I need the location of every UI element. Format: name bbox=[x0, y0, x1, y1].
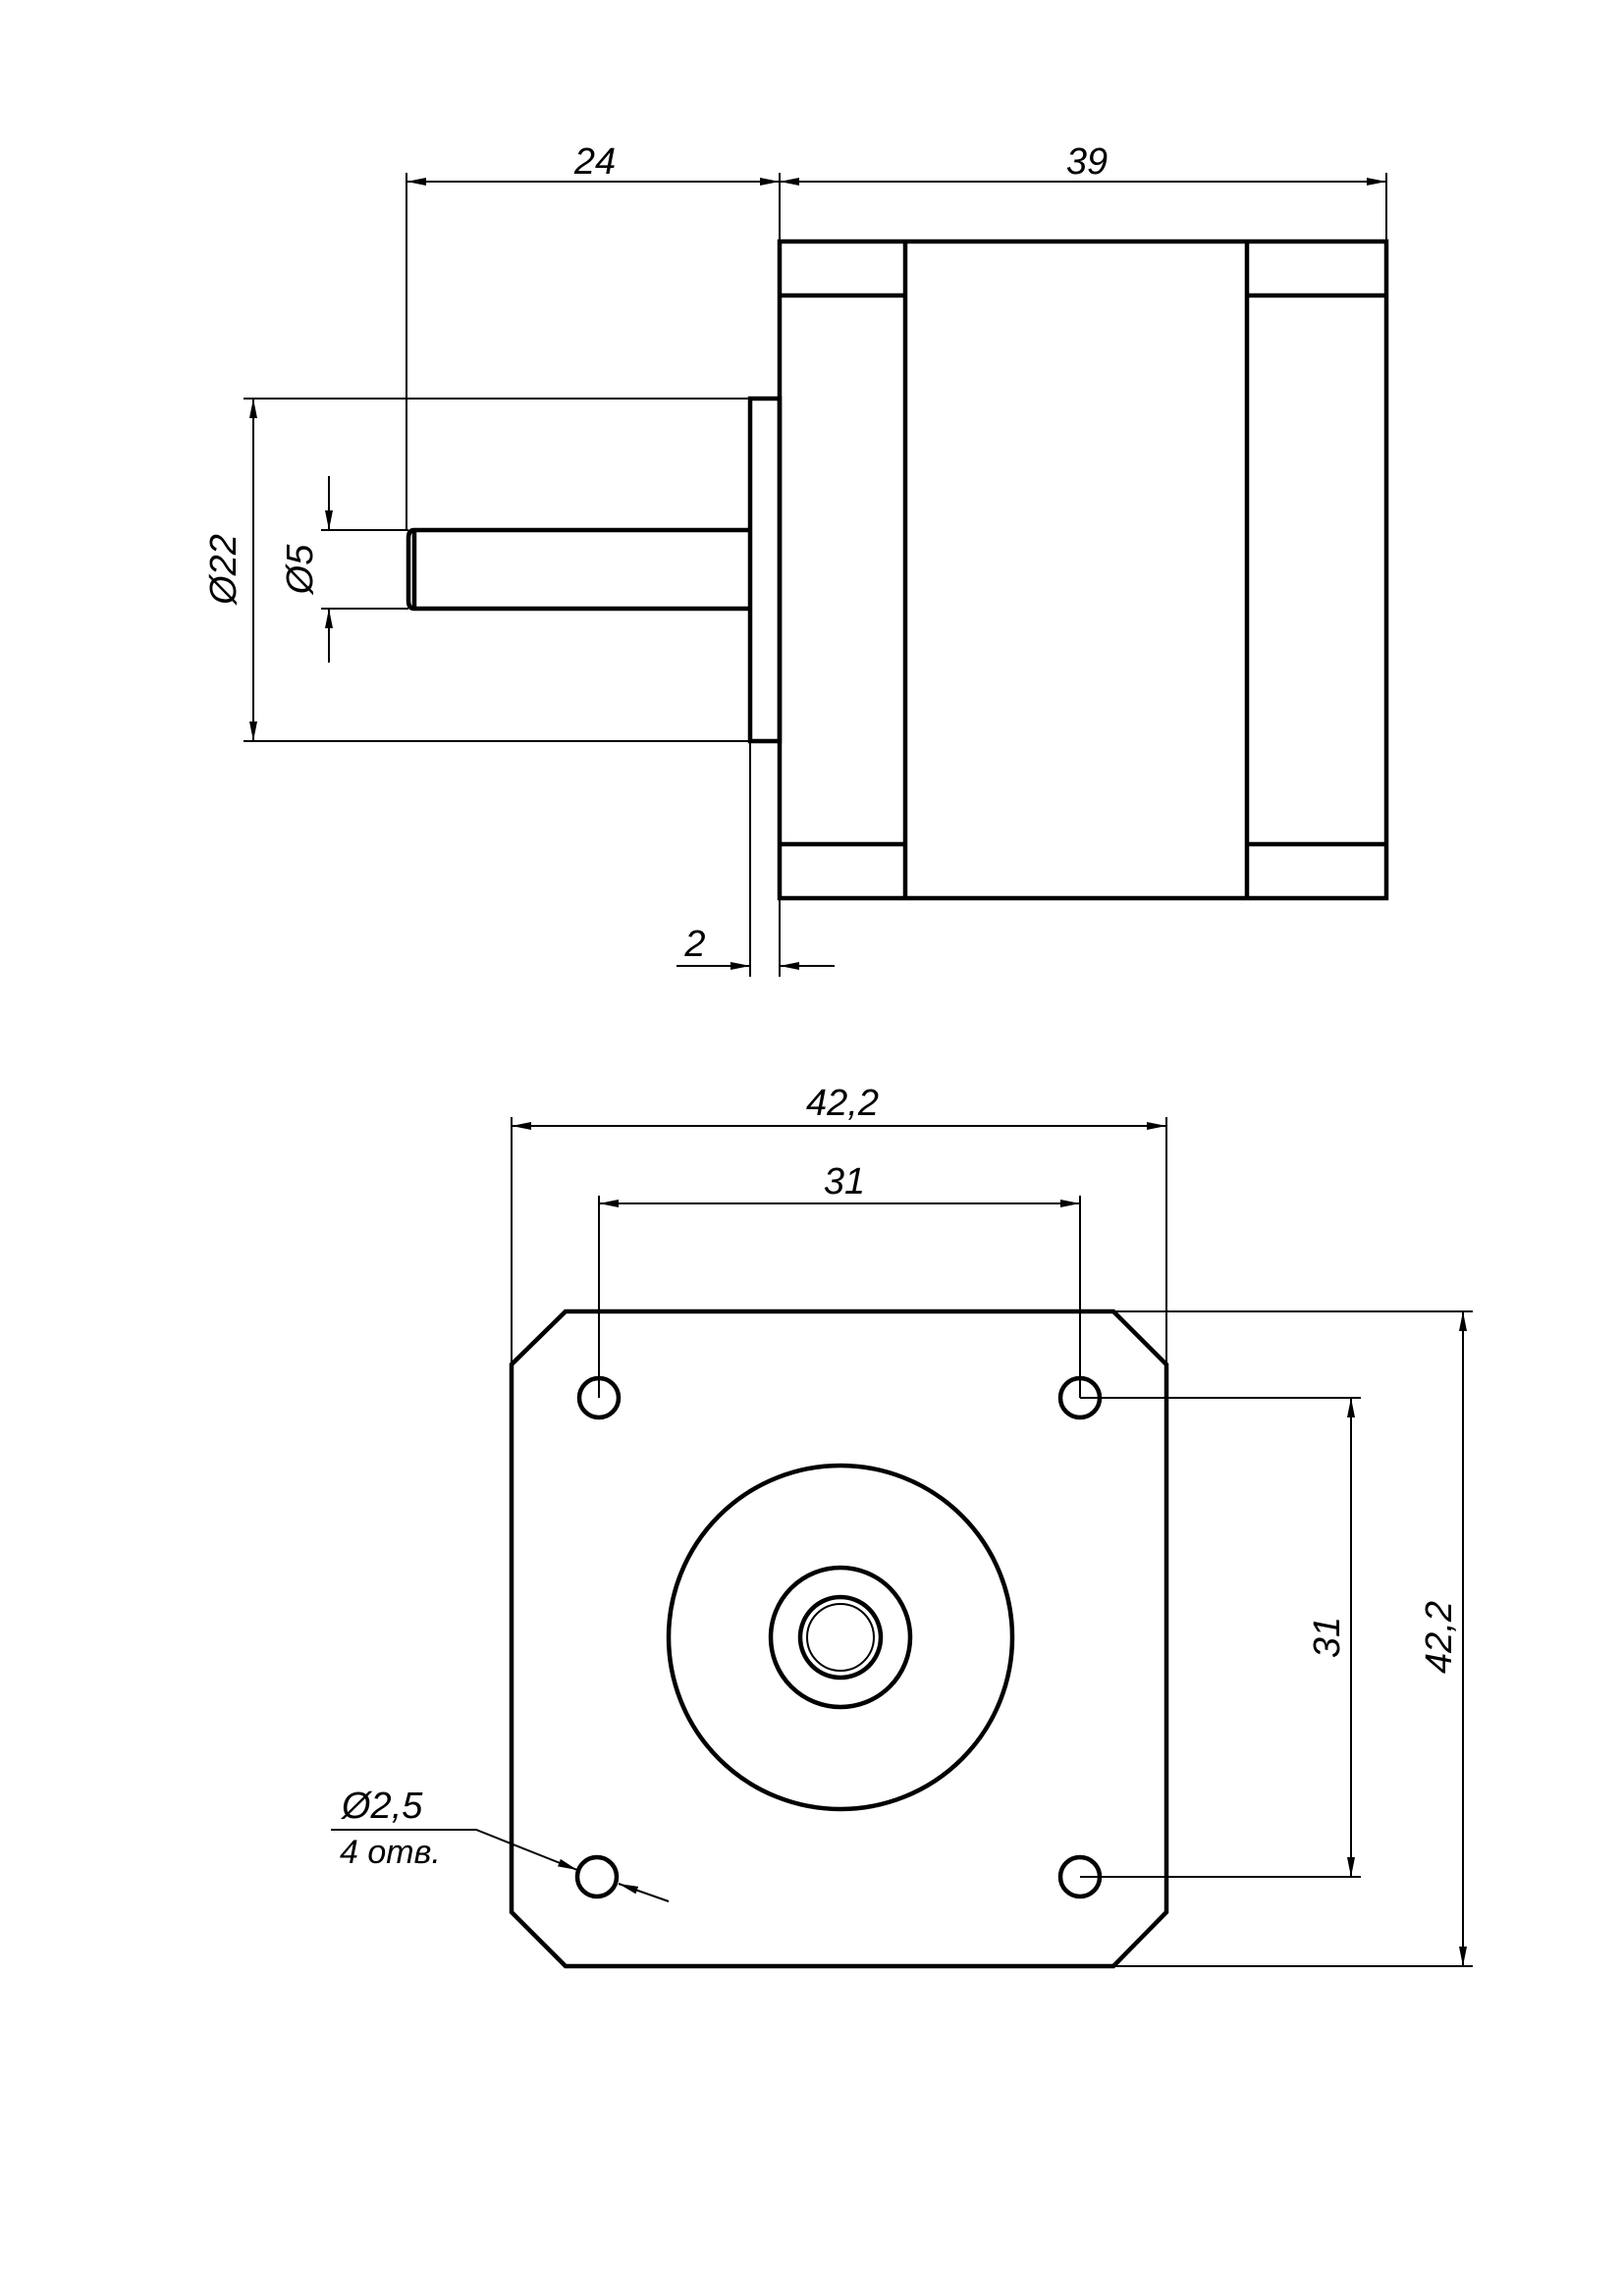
front-view: 42,2 31 31 42,2 Ø2,5 4 отв. bbox=[331, 1083, 1473, 1969]
dim-label-hole-spacing-v: 31 bbox=[1307, 1617, 1348, 1658]
shaft-outer bbox=[797, 1594, 884, 1681]
dim-label-hole-spacing-h: 31 bbox=[824, 1161, 865, 1202]
hole-leader-line bbox=[331, 1829, 578, 1871]
flange bbox=[747, 396, 783, 744]
mounting-plate bbox=[509, 1308, 1169, 1969]
dim-label-24: 24 bbox=[573, 141, 616, 183]
hole-count-label: 4 отв. bbox=[340, 1834, 441, 1871]
shaft bbox=[406, 527, 750, 612]
mounting-hole bbox=[574, 1854, 620, 1899]
hole-leader-arrow bbox=[618, 1883, 670, 1902]
shaft-inner bbox=[806, 1603, 875, 1672]
hole-diameter-label: Ø2,5 bbox=[340, 1786, 423, 1827]
dim-label-2: 2 bbox=[683, 924, 705, 965]
centering-boss bbox=[666, 1463, 1015, 1812]
side-view: 24 39 Ø22 Ø5 2 bbox=[203, 141, 1389, 977]
dim-label-d22: Ø22 bbox=[203, 534, 244, 607]
dim-label-width: 42,2 bbox=[806, 1083, 879, 1124]
dim-label-39: 39 bbox=[1066, 141, 1108, 183]
dim-label-height: 42,2 bbox=[1419, 1601, 1460, 1674]
bearing-ring bbox=[768, 1565, 913, 1710]
motor-body bbox=[777, 239, 1389, 901]
dim-label-d5: Ø5 bbox=[280, 544, 321, 597]
